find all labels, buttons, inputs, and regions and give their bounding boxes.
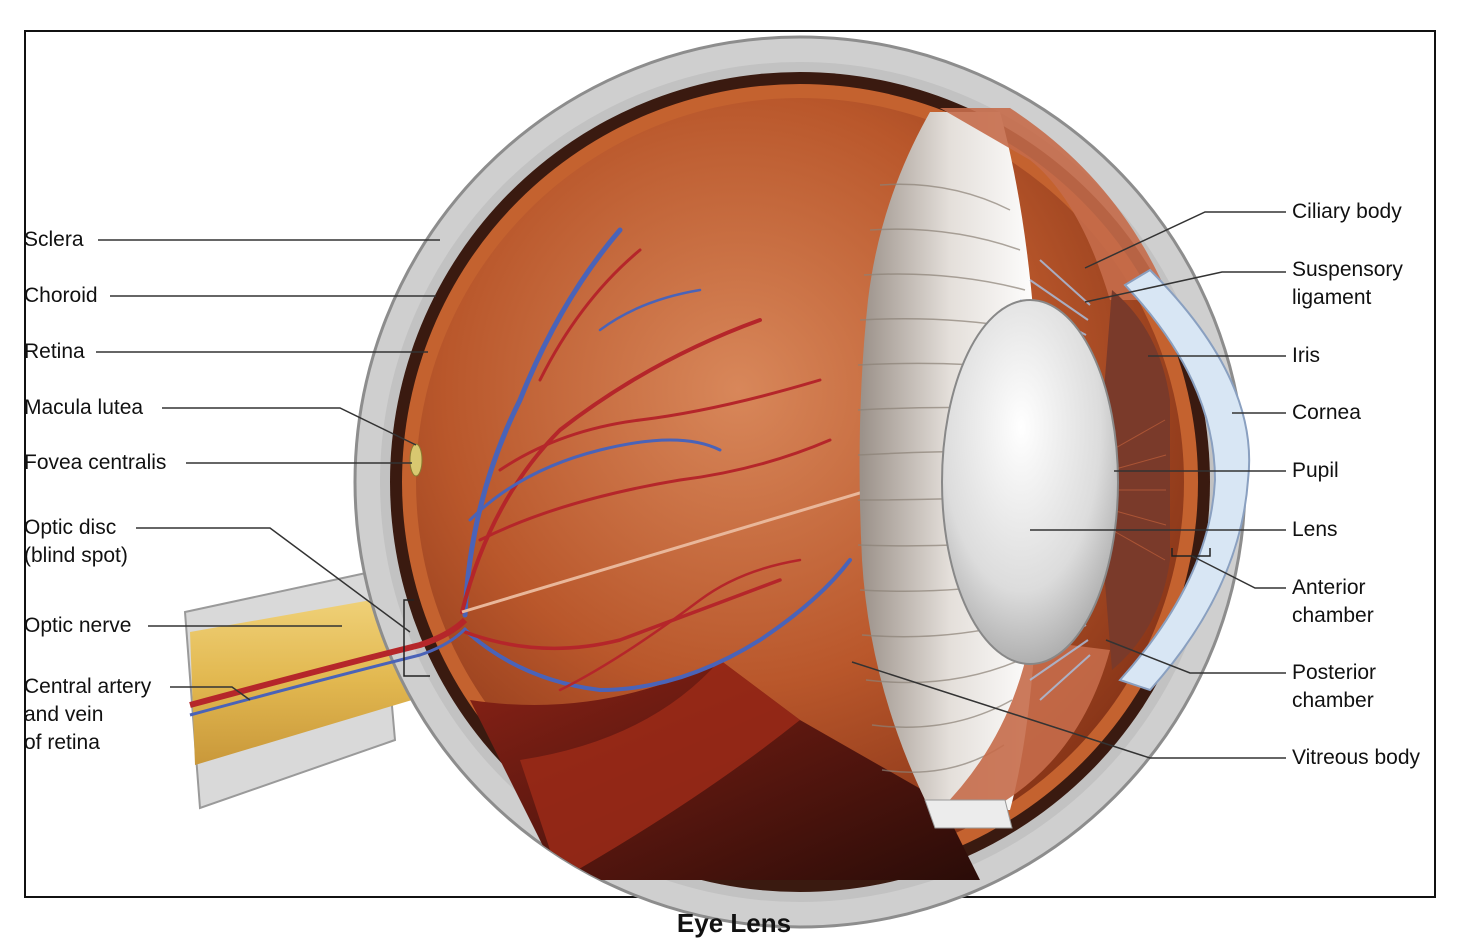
label-central-artery-line1: Central artery: [24, 675, 152, 698]
retinal-vessels: [460, 227, 852, 693]
label-central-artery-line3: of retina: [24, 731, 100, 754]
optic-disc-bracket: [403, 599, 430, 677]
label-choroid: Choroid: [24, 284, 98, 307]
leader-lines: [96, 211, 1286, 759]
optic-nerve: [190, 595, 412, 765]
anterior-wall-cutface: [940, 108, 1170, 300]
label-macula-lutea: Macula lutea: [24, 396, 144, 419]
label-iris: Iris: [1292, 344, 1320, 367]
cut-chip: [924, 799, 1013, 829]
cutaway-flap: [520, 660, 800, 880]
label-fovea-centralis: Fovea centralis: [24, 451, 167, 474]
macula-lutea-shape: [409, 443, 423, 477]
label-suspensory-line1: Suspensory: [1292, 258, 1403, 281]
label-retina: Retina: [24, 340, 85, 363]
label-anterior-line1: Anterior: [1292, 576, 1366, 599]
label-optic-disc-line2: (blind spot): [24, 544, 128, 567]
label-posterior-line1: Posterior: [1292, 661, 1377, 684]
iris-fibers: [1111, 419, 1167, 561]
label-suspensory-ligament: Suspensory ligament: [1292, 256, 1403, 312]
anterior-chamber-bracket: [1171, 548, 1211, 557]
iris-shape: [1100, 290, 1170, 670]
label-optic-disc-line1: Optic disc: [24, 516, 117, 539]
label-anterior-line2: chamber: [1292, 604, 1374, 627]
lens-shape: [941, 299, 1119, 665]
label-suspensory-line2: ligament: [1292, 286, 1372, 309]
label-ciliary-body: Ciliary body: [1292, 200, 1402, 223]
label-vitreous-body: Vitreous body: [1292, 746, 1421, 769]
label-pupil: Pupil: [1292, 459, 1339, 482]
label-cornea: Cornea: [1292, 401, 1361, 424]
label-sclera: Sclera: [24, 228, 84, 251]
central-artery: [189, 617, 468, 708]
label-posterior-line2: chamber: [1292, 689, 1374, 712]
anterior-wall-lower: [940, 640, 1110, 810]
label-lens: Lens: [1292, 518, 1338, 541]
label-central-artery-line2: and vein: [24, 703, 104, 726]
central-vein: [189, 626, 468, 717]
cornea-shape: [1118, 268, 1251, 692]
label-posterior-chamber: Posterior chamber: [1292, 659, 1376, 715]
label-anterior-chamber: Anterior chamber: [1292, 574, 1374, 630]
figure-caption: Eye Lens: [676, 908, 792, 938]
label-optic-nerve: Optic nerve: [24, 614, 132, 637]
label-central-artery-vein: Central artery and vein of retina: [24, 673, 151, 757]
label-optic-disc: Optic disc (blind spot): [24, 514, 128, 570]
